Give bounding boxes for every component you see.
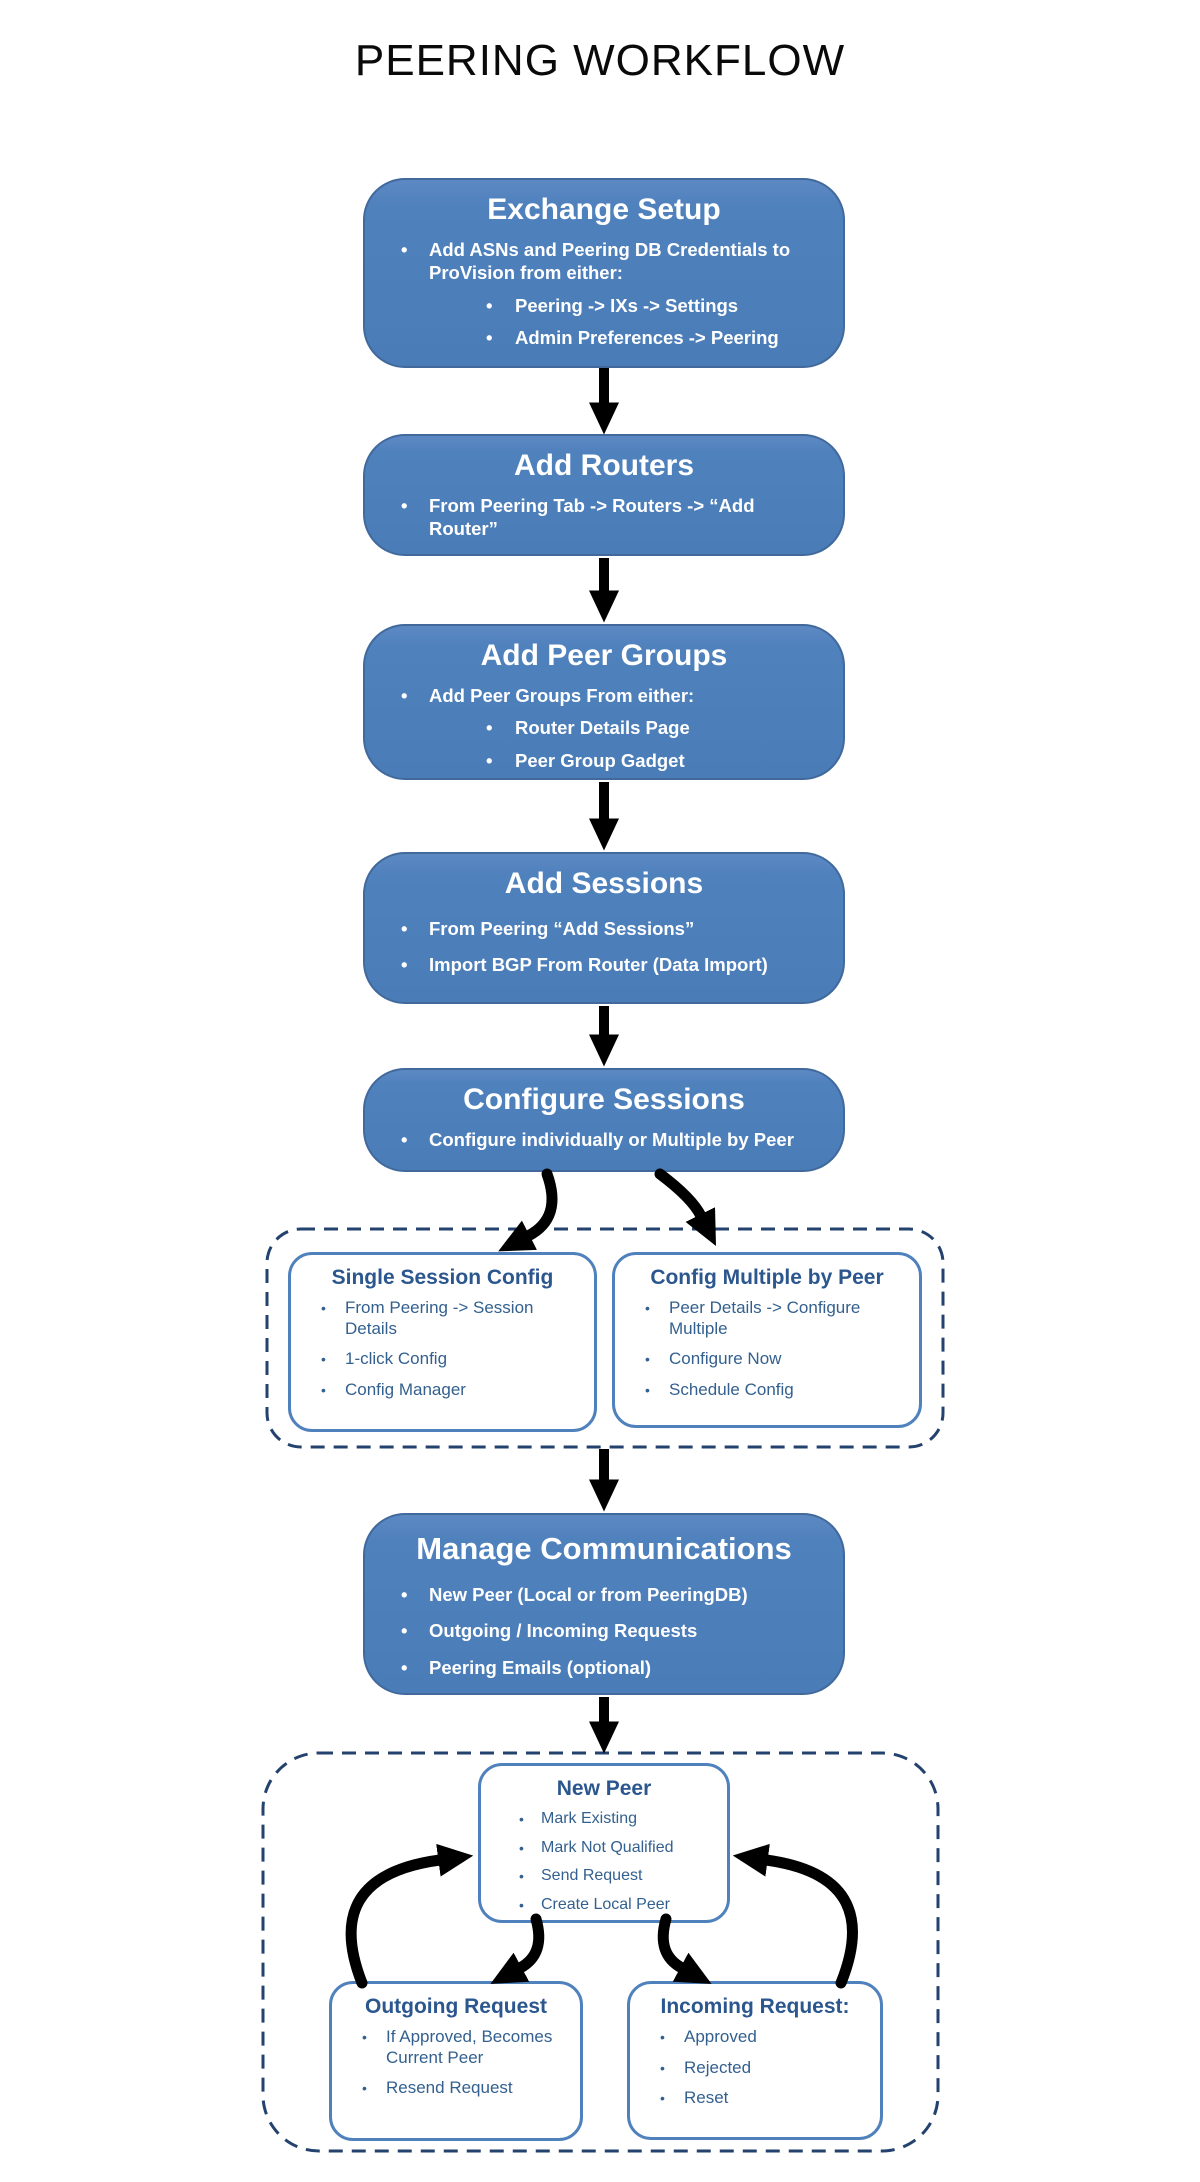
arrow-new-peer-to-outgoing xyxy=(490,1913,545,1984)
node-single-session-config: Single Session Config From Peering -> Se… xyxy=(288,1252,597,1432)
arrow-outgoing-to-new-peer xyxy=(345,1843,474,1989)
node-add-sessions-list: From Peering “Add Sessions” Import BGP F… xyxy=(365,917,843,977)
node-configure-sessions-title: Configure Sessions xyxy=(463,1083,745,1116)
bullet-item: If Approved, Becomes Current Peer xyxy=(332,2027,580,2068)
bullet-item: Admin Preferences -> Peering xyxy=(365,326,843,350)
node-add-peer-groups: Add Peer Groups Add Peer Groups From eit… xyxy=(363,624,845,780)
bullet-item: Add Peer Groups From either: xyxy=(365,684,843,708)
node-config-multiple-by-peer: Config Multiple by Peer Peer Details -> … xyxy=(612,1252,922,1428)
bullet-item: Add ASNs and Peering DB Credentials to P… xyxy=(365,238,843,285)
bullet-item: Peering -> IXs -> Settings xyxy=(365,294,843,318)
arrow-configure-to-config-multiple xyxy=(654,1168,717,1247)
node-new-peer-title: New Peer xyxy=(556,1777,652,1800)
bullet-item: Mark Not Qualified xyxy=(481,1838,727,1858)
node-add-sessions-title: Add Sessions xyxy=(504,867,704,900)
bullet-item: Config Manager xyxy=(291,1380,594,1401)
bullet-item: Configure Now xyxy=(615,1349,919,1370)
bullet-item: New Peer (Local or from PeeringDB) xyxy=(365,1583,843,1607)
bullet-item: Send Request xyxy=(481,1866,727,1886)
node-manage-communications: Manage Communications New Peer (Local or… xyxy=(363,1513,845,1695)
node-add-routers: Add Routers From Peering Tab -> Routers … xyxy=(363,434,845,556)
arrow-configure-to-single-session xyxy=(498,1168,558,1252)
node-configure-sessions: Configure Sessions Configure individuall… xyxy=(363,1068,845,1172)
node-manage-communications-list: New Peer (Local or from PeeringDB) Outgo… xyxy=(365,1583,843,1679)
node-manage-communications-title: Manage Communications xyxy=(416,1531,792,1566)
node-new-peer: New Peer Mark Existing Mark Not Qualifie… xyxy=(478,1763,730,1923)
bullet-item: From Peering -> Session Details xyxy=(291,1298,594,1339)
bullet-item: Peering Emails (optional) xyxy=(365,1656,843,1680)
bullet-item: Rejected xyxy=(630,2058,880,2079)
arrow-new-peer-to-incoming xyxy=(657,1913,712,1984)
node-outgoing-request: Outgoing Request If Approved, Becomes Cu… xyxy=(329,1981,583,2141)
bullet-item: Outgoing / Incoming Requests xyxy=(365,1619,843,1643)
node-exchange-setup: Exchange Setup Add ASNs and Peering DB C… xyxy=(363,178,845,368)
node-new-peer-list: Mark Existing Mark Not Qualified Send Re… xyxy=(481,1809,727,1914)
bullet-item: Mark Existing xyxy=(481,1809,727,1829)
node-single-session-config-list: From Peering -> Session Details 1-click … xyxy=(291,1298,594,1401)
bullet-item: Peer Details -> Configure Multiple xyxy=(615,1298,919,1339)
bullet-item: Resend Request xyxy=(332,2078,580,2099)
node-add-routers-title: Add Routers xyxy=(514,449,694,482)
bullet-item: Approved xyxy=(630,2027,880,2048)
node-incoming-request-title: Incoming Request: xyxy=(660,1995,850,2018)
node-exchange-setup-list: Add ASNs and Peering DB Credentials to P… xyxy=(365,238,843,349)
node-incoming-request-list: Approved Rejected Reset xyxy=(630,2027,880,2109)
node-incoming-request: Incoming Request: Approved Rejected Rese… xyxy=(627,1981,883,2140)
arrow-incoming-to-new-peer xyxy=(732,1843,858,1989)
bullet-item: Peer Group Gadget xyxy=(365,749,843,773)
bullet-item: Create Local Peer xyxy=(481,1895,727,1915)
node-configure-sessions-list: Configure individually or Multiple by Pe… xyxy=(365,1128,843,1152)
node-exchange-setup-title: Exchange Setup xyxy=(487,193,721,226)
node-add-peer-groups-title: Add Peer Groups xyxy=(480,639,728,672)
node-outgoing-request-title: Outgoing Request xyxy=(365,1995,547,2018)
bullet-item: 1-click Config xyxy=(291,1349,594,1370)
node-add-peer-groups-list: Add Peer Groups From either: Router Deta… xyxy=(365,684,843,772)
node-single-session-config-title: Single Session Config xyxy=(331,1266,554,1289)
bullet-item: Schedule Config xyxy=(615,1380,919,1401)
bullet-item: From Peering Tab -> Routers -> “Add Rout… xyxy=(365,494,843,541)
node-config-multiple-by-peer-list: Peer Details -> Configure Multiple Confi… xyxy=(615,1298,919,1401)
node-add-sessions: Add Sessions From Peering “Add Sessions”… xyxy=(363,852,845,1004)
bullet-item: Import BGP From Router (Data Import) xyxy=(365,953,843,977)
bullet-item: Configure individually or Multiple by Pe… xyxy=(365,1128,843,1152)
bullet-item: Router Details Page xyxy=(365,716,843,740)
bullet-item: From Peering “Add Sessions” xyxy=(365,917,843,941)
bullet-item: Reset xyxy=(630,2088,880,2109)
node-config-multiple-by-peer-title: Config Multiple by Peer xyxy=(650,1266,884,1289)
diagram-title: PEERING WORKFLOW xyxy=(354,36,846,85)
node-outgoing-request-list: If Approved, Becomes Current Peer Resend… xyxy=(332,2027,580,2099)
node-add-routers-list: From Peering Tab -> Routers -> “Add Rout… xyxy=(365,494,843,541)
